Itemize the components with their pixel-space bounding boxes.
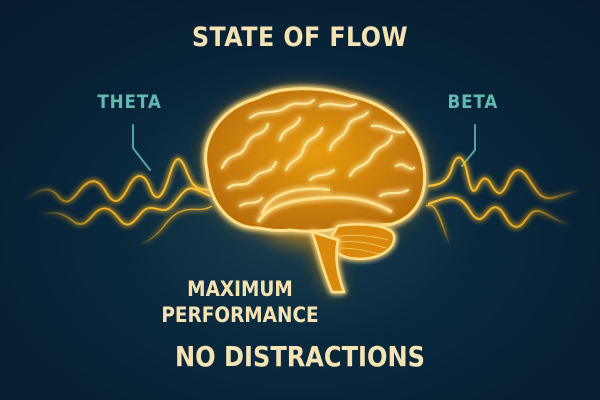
theta-label: THETA (97, 91, 162, 113)
theta-wave-icon (24, 158, 213, 246)
subtitle-line-2: PERFORMANCE (161, 303, 319, 327)
subtitle-line-1: MAXIMUM (187, 277, 293, 301)
glowing-brain-icon (204, 87, 427, 294)
theta-connector (132, 124, 151, 171)
beta-wave-icon (425, 156, 581, 246)
beta-connector (461, 124, 476, 167)
beta-label: BETA (447, 91, 499, 113)
footer-caption: NO DISTRACTIONS (175, 340, 425, 373)
poster-title: STATE OF FLOW (191, 22, 409, 53)
